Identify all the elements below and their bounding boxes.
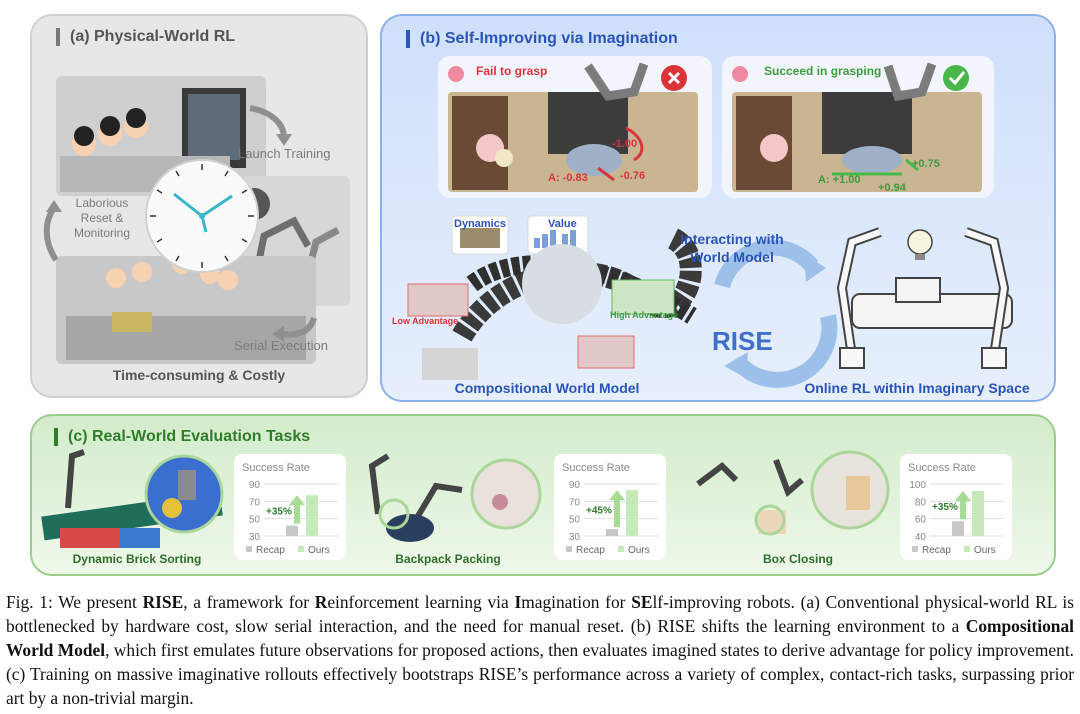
tick-label: 30 bbox=[249, 532, 261, 543]
task-photos bbox=[41, 449, 890, 548]
bar-ours bbox=[972, 490, 984, 536]
title-bar bbox=[54, 428, 58, 446]
launch-training-label: Launch Training bbox=[238, 146, 331, 161]
gain-label: +35% bbox=[266, 506, 292, 517]
success-label: Succeed in grasping bbox=[764, 64, 882, 78]
tick-label: 50 bbox=[249, 515, 261, 526]
gain-label: +45% bbox=[586, 506, 612, 517]
compositional-world-model-label: Compositional World Model bbox=[454, 380, 640, 396]
success-rate-title: Success Rate bbox=[242, 462, 310, 474]
success-rate-chart: 100 80 60 40 +35% Recap Ours bbox=[909, 480, 1004, 556]
caption-text: , a framework for bbox=[183, 592, 315, 612]
caption-text: , which first emulates future observatio… bbox=[6, 640, 1075, 708]
caption-bold: R bbox=[314, 592, 328, 612]
legend-swatch-ours bbox=[964, 546, 970, 552]
title-bar bbox=[56, 28, 60, 46]
caption-text: magination for bbox=[521, 592, 632, 612]
success-value-1: +0.75 bbox=[912, 158, 940, 170]
tick-label: 90 bbox=[569, 480, 581, 491]
figure-caption: Fig. 1: We present RISE, a framework for… bbox=[6, 590, 1074, 710]
tick-label: 70 bbox=[569, 497, 581, 508]
fail-advantage: A: -0.83 bbox=[548, 172, 588, 184]
success-rate-card: Success Rate 90 70 50 30 +35% Recap Ours bbox=[234, 454, 346, 560]
tick-label: 100 bbox=[909, 480, 926, 491]
lab-illustration bbox=[43, 76, 350, 364]
success-rate-card: Success Rate 100 80 60 40 +35% Recap Ours bbox=[900, 454, 1012, 560]
legend-recap: Recap bbox=[922, 545, 951, 556]
time-consuming-label: Time-consuming & Costly bbox=[112, 367, 286, 383]
bar-ours bbox=[306, 495, 318, 536]
caption-text: einforcement learning via bbox=[327, 592, 515, 612]
low-advantage-label: Low Advantage bbox=[392, 316, 459, 326]
legend-recap: Recap bbox=[256, 545, 285, 556]
gain-arrow-head bbox=[609, 490, 625, 501]
fail-scene bbox=[448, 62, 698, 192]
bar-recap bbox=[286, 525, 298, 536]
panel-real-world-tasks: (c) Real-World Evaluation Tasks Success … bbox=[30, 414, 1056, 576]
legend-ours: Ours bbox=[308, 545, 330, 556]
success-rate-title: Success Rate bbox=[908, 462, 976, 474]
gain-arrow-head bbox=[289, 495, 305, 506]
bar-recap bbox=[952, 521, 964, 536]
gain-label: +35% bbox=[932, 502, 958, 513]
legend-ours: Ours bbox=[628, 545, 650, 556]
rise-label: RISE bbox=[712, 326, 773, 356]
dynamics-label: Dynamics bbox=[454, 218, 506, 230]
caption-text: lf-improving robots. (a) Conventional ph… bbox=[6, 592, 1074, 636]
task-name: Box Closing bbox=[762, 552, 833, 566]
legend-swatch-recap bbox=[566, 546, 572, 552]
tick-label: 60 bbox=[915, 515, 927, 526]
panel-b-title-text: (b) Self-Improving via Imagination bbox=[420, 30, 678, 47]
legend-recap: Recap bbox=[576, 545, 605, 556]
panel-physical-world-rl: (a) Physical-World RL bbox=[30, 14, 368, 398]
panel-self-improving: (b) Self-Improving via Imagination Fail … bbox=[380, 14, 1056, 402]
tick-label: 90 bbox=[249, 480, 261, 491]
legend-swatch-recap bbox=[246, 546, 252, 552]
fail-value-1: -1.00 bbox=[612, 138, 638, 150]
laborious-label: Laborious Reset & Monitoring bbox=[73, 196, 131, 240]
success-card: Succeed in grasping A: +1.00 +0.75 +0.94 bbox=[722, 56, 994, 198]
gain-arrow-head bbox=[955, 490, 971, 501]
success-rate-chart: 90 70 50 30 +45% Recap Ours bbox=[566, 480, 658, 556]
tick-label: 40 bbox=[915, 532, 927, 543]
legend-swatch-ours bbox=[298, 546, 304, 552]
bar-ours bbox=[626, 490, 638, 536]
tick-label: 70 bbox=[249, 497, 261, 508]
fail-value-2: -0.76 bbox=[620, 170, 646, 182]
success-value-2: +0.94 bbox=[878, 182, 906, 194]
success-advantage: A: +1.00 bbox=[818, 174, 861, 186]
panel-c-title: (c) Real-World Evaluation Tasks bbox=[54, 428, 310, 446]
high-advantage-label: High Advantage bbox=[610, 310, 679, 320]
online-rl-label: Online RL within Imaginary Space bbox=[804, 380, 1030, 396]
serial-execution-label: Serial Execution bbox=[234, 338, 328, 353]
caption-bold: RISE bbox=[142, 592, 184, 612]
success-rate-card: Success Rate 90 70 50 30 +45% Recap Ours bbox=[554, 454, 666, 560]
value-label: Value bbox=[548, 218, 577, 230]
caption-bold: Compositional World Model bbox=[6, 616, 1074, 660]
panel-c-title-text: (c) Real-World Evaluation Tasks bbox=[68, 428, 311, 445]
legend-ours: Ours bbox=[974, 545, 996, 556]
title-bar bbox=[406, 30, 410, 48]
task-name: Backpack Packing bbox=[395, 552, 501, 566]
success-scene bbox=[732, 62, 982, 192]
fail-card: Fail to grasp A: -0.83 -1.00 -0.76 bbox=[438, 56, 712, 198]
panel-b-title: (b) Self-Improving via Imagination bbox=[406, 30, 678, 48]
caption-text: Fig. 1: We present bbox=[6, 592, 143, 612]
legend-swatch-recap bbox=[912, 546, 918, 552]
caption-bold: SE bbox=[631, 592, 653, 612]
panel-a-title: (a) Physical-World RL bbox=[56, 28, 235, 46]
success-rate-chart: 90 70 50 30 +35% Recap Ours bbox=[246, 480, 338, 556]
success-rate-title: Success Rate bbox=[562, 462, 630, 474]
tick-label: 50 bbox=[569, 515, 581, 526]
fail-label: Fail to grasp bbox=[476, 64, 548, 78]
tick-label: 30 bbox=[569, 532, 581, 543]
caption-bold: I bbox=[514, 592, 522, 612]
interacting-label: Interacting with World Model bbox=[680, 231, 784, 265]
panel-a-title-text: (a) Physical-World RL bbox=[70, 28, 236, 45]
task-name: Dynamic Brick Sorting bbox=[72, 552, 202, 566]
tick-label: 80 bbox=[915, 497, 927, 508]
legend-swatch-ours bbox=[618, 546, 624, 552]
world-model-illustration bbox=[407, 215, 1013, 388]
bar-recap bbox=[606, 529, 618, 536]
